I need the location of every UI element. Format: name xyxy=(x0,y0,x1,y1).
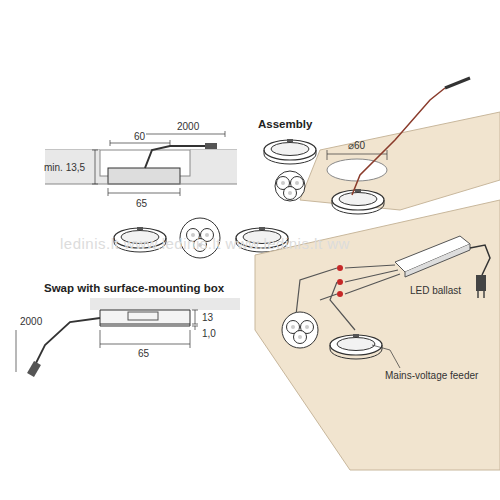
recessed-section xyxy=(45,131,237,196)
dimension: 2000 xyxy=(20,316,42,327)
watermark: ledinis.lt www.ledinis.lt www.ledinis.lt… xyxy=(60,236,350,253)
part-name: Mains-voltage feeder xyxy=(385,370,478,381)
part-name: LED ballast xyxy=(410,285,461,296)
dimension: 65 xyxy=(138,348,149,359)
section-heading: Assembly xyxy=(258,118,312,131)
dimension: 13 xyxy=(202,312,213,323)
assembly-view xyxy=(264,78,500,214)
surface-box xyxy=(16,298,240,377)
dimension: ⌀60 xyxy=(348,140,365,151)
dimension: min. 13,5 xyxy=(44,162,85,173)
dimension: 65 xyxy=(136,198,147,209)
dimension: 1,0 xyxy=(202,328,216,339)
section-heading: Swap with surface-mounting box xyxy=(44,282,224,295)
dimension: 60 xyxy=(133,131,146,142)
dimension: 2000 xyxy=(176,121,200,132)
